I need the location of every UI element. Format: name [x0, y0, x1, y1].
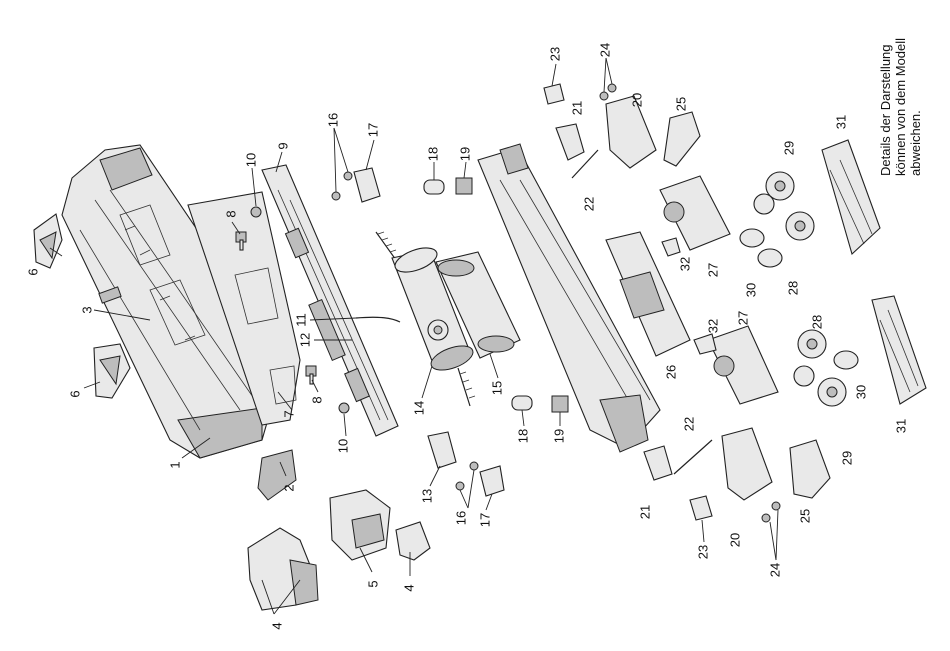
label-26: 26: [663, 365, 678, 379]
label-20-upper: 20: [629, 93, 644, 107]
wire-11: [356, 317, 400, 322]
label-4-small: 4: [401, 584, 416, 591]
label-32-lower: 32: [705, 319, 720, 333]
label-25-lower: 25: [797, 509, 812, 523]
label-2: 2: [281, 484, 296, 491]
label-24-upper: 24: [597, 43, 612, 57]
label-9: 9: [275, 142, 290, 149]
label-22-lower: 22: [681, 417, 696, 431]
label-5: 5: [365, 580, 380, 587]
part-cover-25-upper: [664, 112, 700, 166]
label-15: 15: [489, 381, 504, 395]
label-29-lower: 29: [839, 451, 854, 465]
part-wheelset-29-lower: [794, 366, 846, 406]
part-tyre-30-upper: [740, 229, 782, 267]
part-cover-25-lower: [790, 440, 830, 498]
part-contact-13: [428, 432, 456, 468]
label-30-upper: 30: [743, 283, 758, 297]
part-plate-17-upper: [354, 168, 380, 202]
label-4-front: 4: [269, 622, 284, 629]
label-24-lower: 24: [767, 563, 782, 577]
part-clip-32-upper: [662, 238, 680, 256]
part-screws-16-upper: [332, 172, 352, 200]
label-32-upper: 32: [677, 257, 692, 271]
part-bogie-frame-20-lower: [722, 428, 772, 500]
part-screws-24-upper: [600, 84, 616, 100]
part-bogie-27-lower: [708, 326, 778, 404]
label-18-lower: 18: [515, 429, 530, 443]
label-23-lower: 23: [695, 545, 710, 559]
label-13: 13: [419, 489, 434, 503]
label-8-upper: 8: [223, 210, 238, 217]
part-clip-23-upper: [544, 84, 564, 104]
label-16-upper: 16: [325, 113, 340, 127]
label-27-lower: 27: [735, 311, 750, 325]
part-pilot-small: [396, 522, 430, 560]
label-8-lower: 8: [309, 396, 324, 403]
part-clip-23-lower: [690, 496, 712, 520]
part-wheelset-29-upper: [754, 172, 794, 214]
part-nut-lower: [339, 403, 349, 413]
part-roof-equipment-bottom: [94, 344, 130, 398]
label-7: 7: [281, 410, 296, 417]
label-16-lower: 16: [453, 511, 468, 525]
label-14: 14: [411, 401, 426, 415]
label-12: 12: [297, 333, 312, 347]
part-gear-frame-31-lower: [872, 296, 926, 404]
disclaimer-note: Details der Darstellung können von dem M…: [878, 38, 923, 176]
part-wheelset-28-lower: [798, 330, 826, 358]
label-23-upper: 23: [547, 47, 562, 61]
part-nut-upper: [251, 207, 261, 217]
part-plate-17-lower: [480, 466, 504, 496]
label-18-upper: 18: [425, 147, 440, 161]
label-30-lower: 30: [853, 385, 868, 399]
label-17-upper: 17: [365, 123, 380, 137]
note-line-3: abweichen.: [908, 110, 923, 176]
label-31-lower: 31: [893, 419, 908, 433]
label-17-lower: 17: [477, 513, 492, 527]
label-31-upper: 31: [833, 115, 848, 129]
note-line-1: Details der Darstellung: [878, 44, 893, 176]
part-buffer-upper: [424, 180, 444, 194]
note-line-2: können von dem Modell: [893, 38, 908, 176]
part-screws-16-lower: [456, 462, 478, 490]
part-gear-frame-31-upper: [822, 140, 880, 254]
label-20-lower: 20: [727, 533, 742, 547]
label-3: 3: [79, 306, 94, 313]
part-wire-22-lower: [674, 440, 712, 474]
label-11: 11: [293, 313, 308, 327]
label-25-upper: 25: [673, 97, 688, 111]
label-10-upper: 10: [243, 153, 258, 167]
label-6-bottom: 6: [67, 390, 82, 397]
part-spring-upper: [456, 178, 472, 194]
part-clip-32-lower: [694, 334, 716, 354]
part-buffer-lower: [512, 396, 532, 410]
label-1: 1: [167, 461, 182, 468]
label-21-upper: 21: [569, 101, 584, 115]
part-roof-equipment-top: [34, 214, 62, 268]
part-pilot-front: [248, 528, 318, 610]
label-28-lower: 28: [809, 315, 824, 329]
part-spring-lower: [552, 396, 568, 412]
label-21-lower: 21: [637, 505, 652, 519]
label-27-upper: 27: [705, 263, 720, 277]
label-6-top: 6: [25, 268, 40, 275]
part-screw-lower: [306, 366, 316, 384]
part-wheelset-28-upper: [786, 212, 814, 240]
part-contact-21-lower: [644, 446, 672, 480]
label-28-upper: 28: [785, 281, 800, 295]
label-19-lower: 19: [551, 429, 566, 443]
label-10-lower: 10: [335, 439, 350, 453]
part-bogie-27-upper: [660, 176, 730, 250]
part-tyre-30-lower: [834, 351, 858, 369]
label-29-upper: 29: [781, 141, 796, 155]
label-22-upper: 22: [581, 197, 596, 211]
part-cab-insert: [330, 490, 390, 560]
part-contact-21-upper: [556, 124, 584, 160]
label-19-upper: 19: [457, 147, 472, 161]
